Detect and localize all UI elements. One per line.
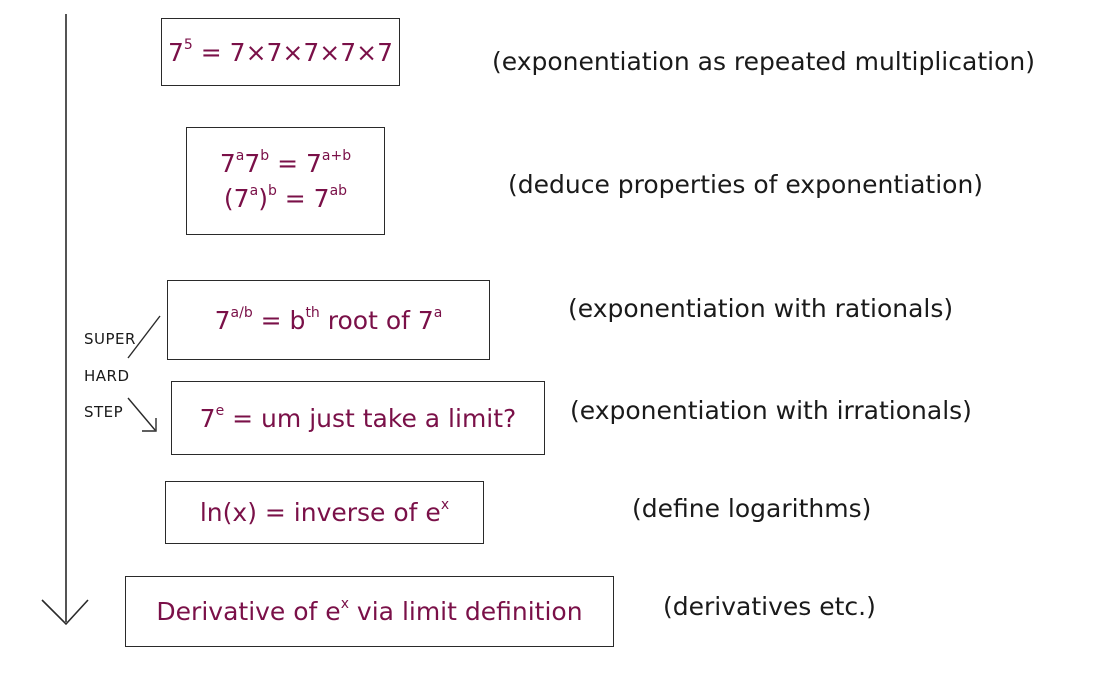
step-box-repeated-multiplication: 75 = 7×7×7×7×7	[161, 18, 400, 86]
equation-text: root of 7	[319, 305, 434, 335]
step-4-line-1: 7e = um just take a limit?	[200, 401, 517, 436]
exponent: a	[235, 148, 245, 164]
side-label-hard: HARD	[84, 367, 130, 385]
exponent: a+b	[321, 148, 352, 164]
equation-text: 7	[168, 37, 184, 67]
step-note-irrationals: (exponentiation with irrationals)	[570, 396, 972, 425]
equation-text: 7	[219, 149, 236, 178]
side-label-arrow-shaft	[127, 397, 156, 431]
step-box-logarithms: ln(x) = inverse of ex	[165, 481, 484, 544]
step-6-line-1: Derivative of ex via limit definition	[156, 594, 582, 629]
equation-text: via limit definition	[348, 597, 583, 626]
step-box-derivatives: Derivative of ex via limit definition	[125, 576, 614, 647]
step-note-exponent-properties: (deduce properties of exponentiation)	[508, 170, 984, 199]
step-note-repeated-multiplication: (exponentiation as repeated multiplicati…	[492, 47, 1035, 76]
step-box-irrationals: 7e = um just take a limit?	[171, 381, 545, 455]
side-label-step: STEP	[84, 403, 124, 421]
equation-text: )	[258, 184, 268, 213]
step-2-line-2: (7a)b = 7ab	[224, 181, 347, 216]
exponent: x	[340, 596, 349, 612]
equation-text: Derivative of e	[156, 597, 341, 626]
equation-text: 7	[214, 305, 231, 335]
step-note-derivatives: (derivatives etc.)	[663, 592, 876, 621]
exponent: th	[305, 304, 320, 321]
step-box-rationals: 7a/b = bth root of 7a	[167, 280, 490, 360]
side-label-super: SUPER	[84, 330, 136, 348]
step-2-line-1: 7a7b = 7a+b	[220, 146, 351, 181]
equation-text: = 7	[269, 149, 322, 178]
step-note-rationals: (exponentiation with rationals)	[568, 294, 954, 323]
equation-text: = b	[252, 305, 306, 335]
step-3-line-1: 7a/b = bth root of 7a	[215, 303, 443, 338]
equation-text: (7	[223, 184, 250, 213]
side-label-arrow-head	[142, 418, 157, 432]
exponent: x	[440, 497, 450, 513]
exponent: b	[260, 148, 270, 164]
exponent: ab	[329, 183, 348, 199]
flow-arrow-head	[41, 599, 89, 626]
exponent: 5	[183, 36, 193, 53]
equation-text: ln(x) = inverse of e	[199, 498, 441, 527]
step-box-exponent-properties: 7a7b = 7a+b (7a)b = 7ab	[186, 127, 385, 235]
equation-text: 7	[199, 403, 216, 433]
step-1-line-1: 75 = 7×7×7×7×7	[168, 35, 393, 70]
step-note-logarithms: (define logarithms)	[632, 494, 872, 523]
exponent: e	[215, 402, 225, 419]
exponent: a	[249, 183, 259, 199]
step-5-line-1: ln(x) = inverse of ex	[200, 495, 449, 530]
exponent: b	[267, 183, 277, 199]
exponent: a/b	[230, 304, 253, 321]
equation-text: = 7×7×7×7×7	[192, 37, 393, 67]
exponent: a	[433, 304, 443, 321]
equation-text: = 7	[276, 184, 330, 213]
equation-text: = um just take a limit?	[224, 403, 517, 433]
equation-text: 7	[244, 149, 261, 178]
